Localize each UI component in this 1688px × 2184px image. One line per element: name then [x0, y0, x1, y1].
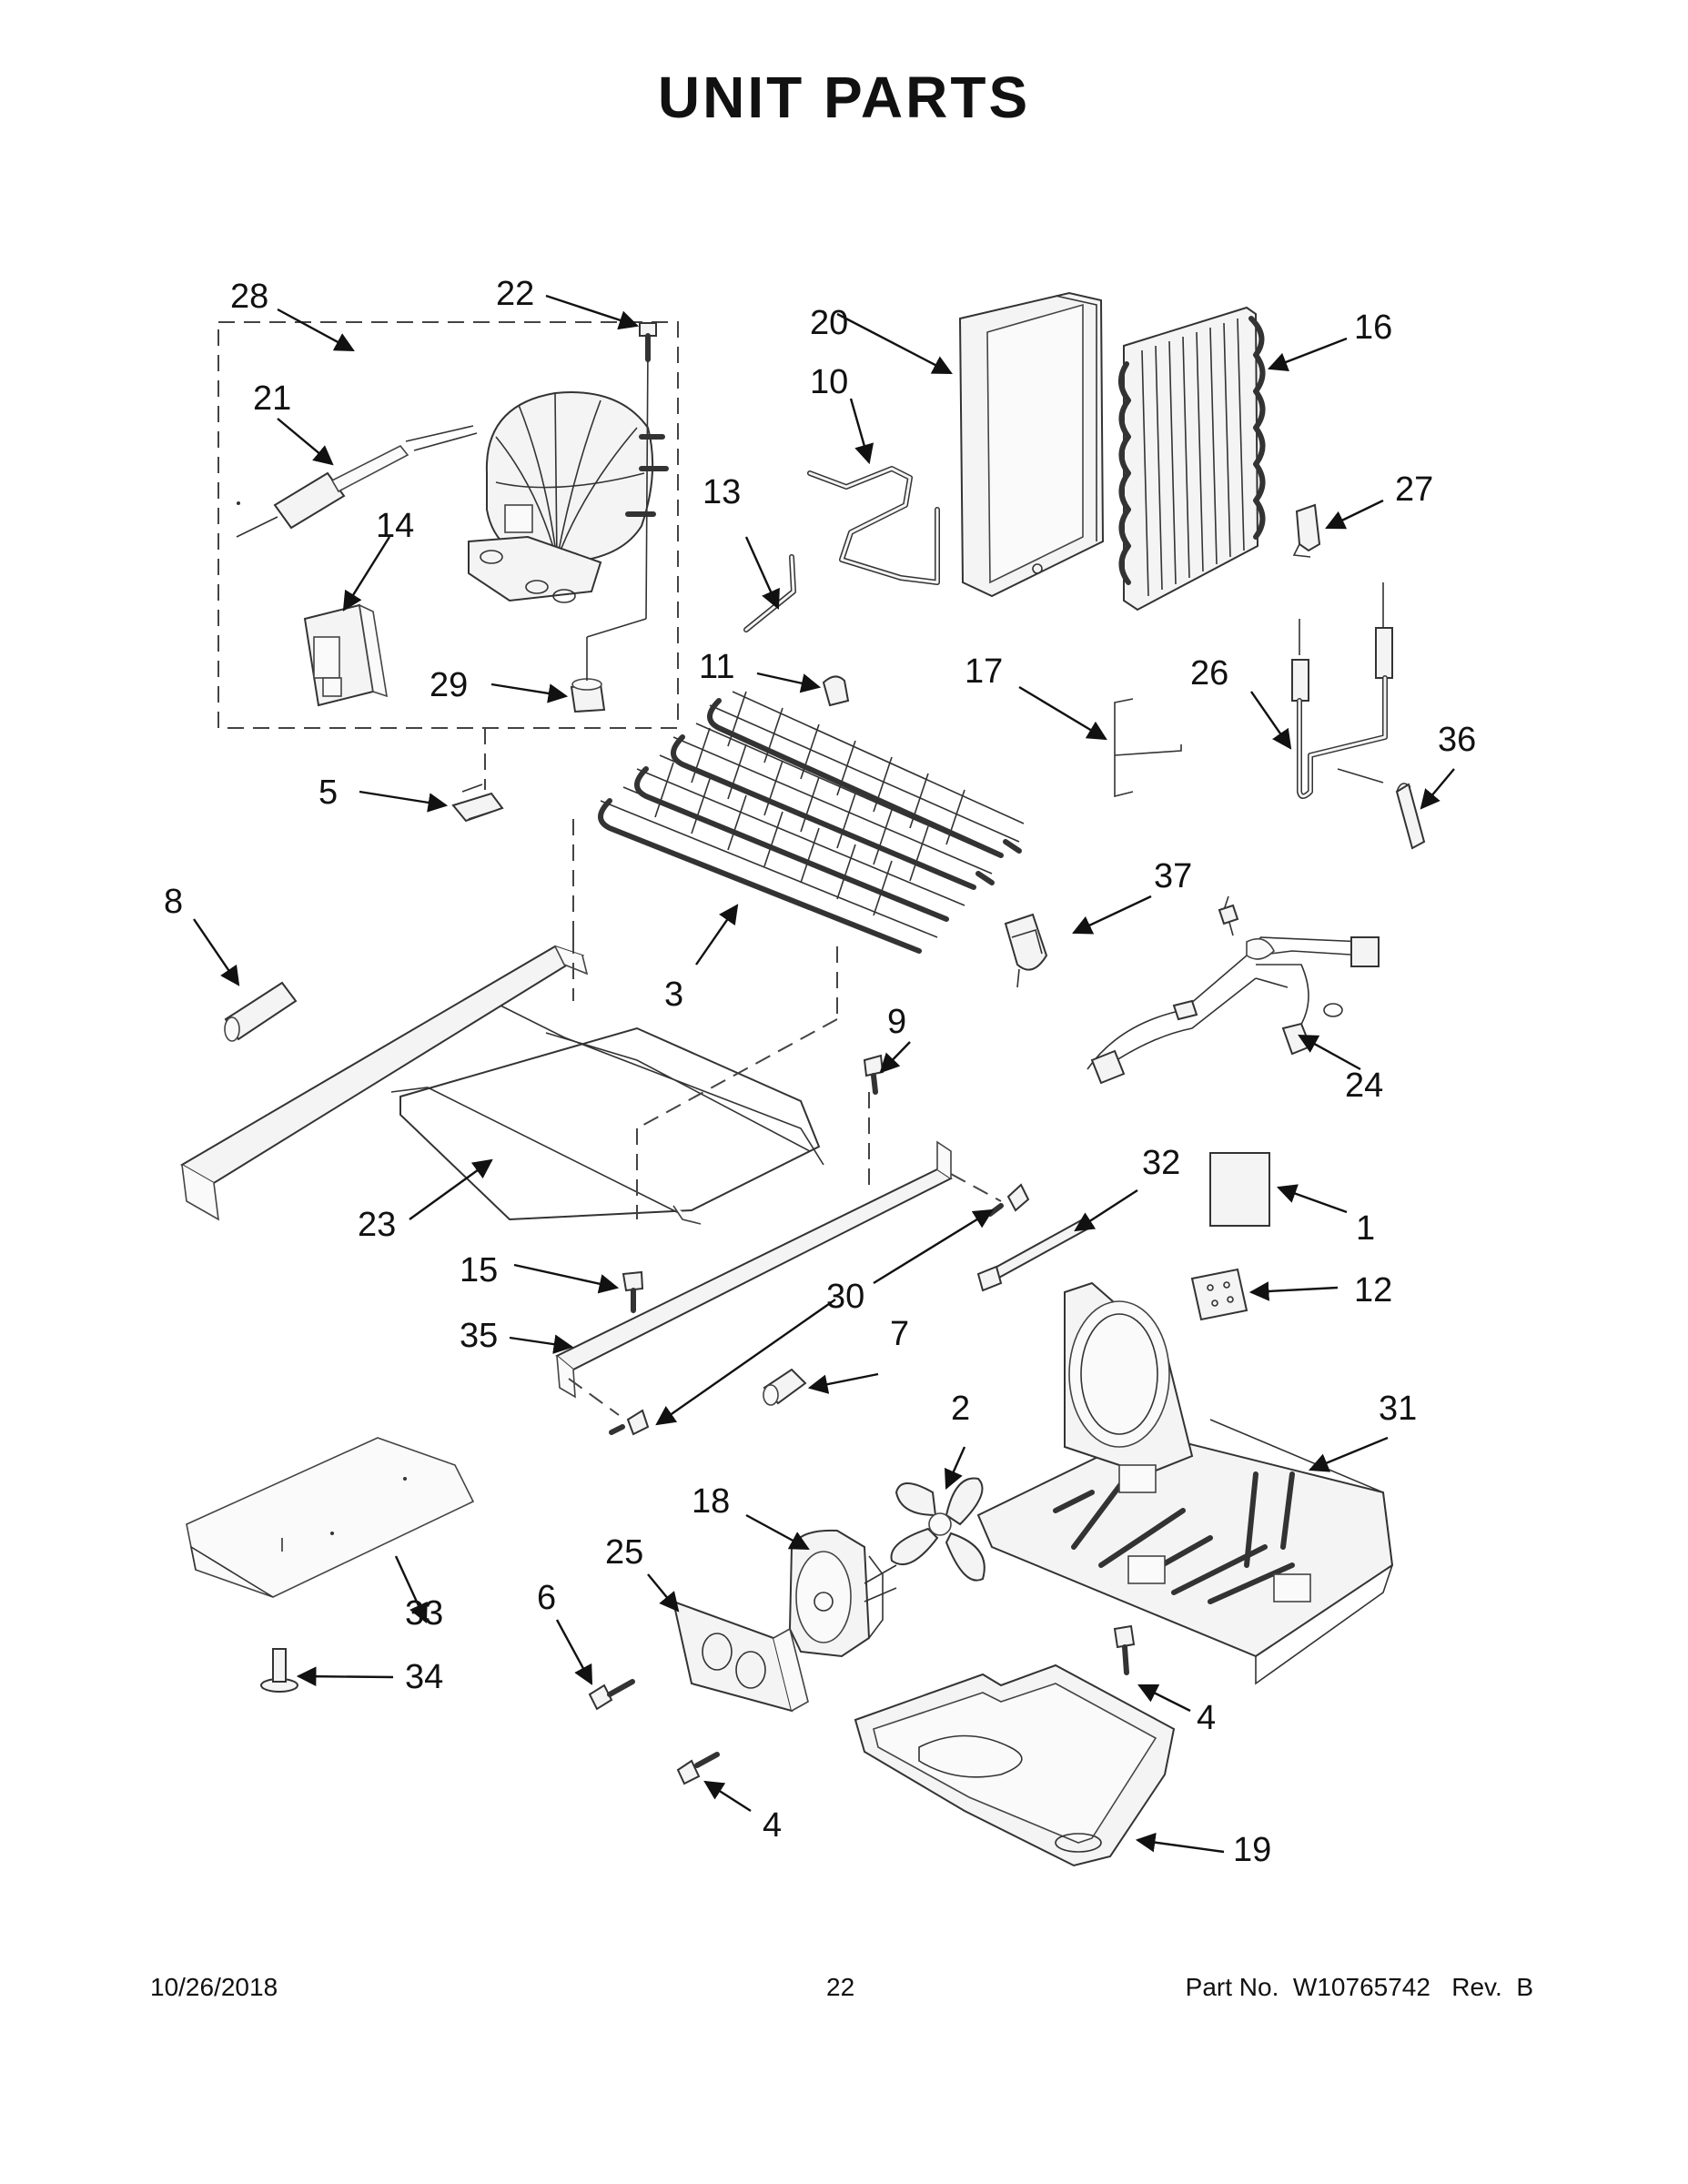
callout-15: 15: [460, 1251, 498, 1289]
callout-23: 23: [358, 1206, 396, 1244]
condenser-fan-blade: [890, 1477, 986, 1582]
machine-compartment-floor: [976, 1281, 1394, 1685]
screw-6: [588, 1679, 635, 1711]
heat-exchanger-tubes: [1291, 582, 1393, 799]
compressor: [468, 391, 669, 603]
callout-3: 3: [664, 976, 683, 1014]
callout-21: 21: [253, 379, 291, 418]
callout-18: 18: [692, 1482, 730, 1521]
footer-page-number: 22: [826, 1973, 855, 2001]
callout-7: 7: [890, 1315, 909, 1353]
screw-15: [622, 1270, 644, 1313]
evaporator: [598, 691, 1025, 954]
callout-32: 32: [1142, 1144, 1180, 1182]
screw-4-right: [1113, 1624, 1136, 1675]
front-rail: [555, 1140, 953, 1399]
cable-tie: [976, 1218, 1090, 1292]
grommet-7: [763, 1368, 807, 1406]
page-title: UNIT PARTS: [657, 65, 1031, 130]
callout-35: 35: [460, 1317, 498, 1355]
base-rails: [180, 945, 824, 1225]
callout-14: 14: [376, 507, 414, 545]
callout-13: 13: [702, 473, 741, 511]
callout-4-left: 4: [763, 1806, 782, 1845]
callout-26: 26: [1190, 654, 1228, 693]
callout-36: 36: [1438, 721, 1476, 759]
callout-20: 20: [810, 304, 848, 342]
callout-9: 9: [887, 1003, 906, 1041]
compressor-kit-boundary: [217, 321, 679, 729]
callout-27: 27: [1395, 470, 1433, 509]
callout-33: 33: [405, 1594, 443, 1633]
insulation-pad: [186, 1437, 475, 1598]
insulation-tube: [224, 981, 298, 1042]
callout-numbers: 28 22 21 14 29 5 8 20 10 13 11 16 27 17 …: [164, 275, 1476, 1869]
callout-16: 16: [1354, 308, 1392, 347]
start-device: [303, 603, 389, 707]
screw-9: [863, 1054, 884, 1095]
harness-clip: [1004, 913, 1048, 988]
callout-2: 2: [951, 1390, 970, 1428]
compressor-assembly-group: [217, 321, 679, 790]
condenser-shroud: [958, 291, 1105, 598]
callout-12: 12: [1354, 1271, 1392, 1309]
condenser-bracket: [1292, 503, 1321, 558]
callout-22: 22: [496, 275, 534, 313]
callout-31: 31: [1379, 1390, 1417, 1428]
condenser-fan-motor: [788, 1529, 897, 1658]
condenser-coil: [1118, 306, 1266, 612]
bolt-top: [639, 322, 657, 362]
drain-pan: [854, 1663, 1176, 1867]
motor-bracket: [672, 1600, 809, 1713]
suction-tube: [743, 554, 796, 632]
callout-34: 34: [405, 1658, 443, 1696]
screw-4-left: [676, 1752, 720, 1785]
callout-24: 24: [1345, 1067, 1383, 1105]
callout-10: 10: [810, 363, 848, 401]
spacer-pad: [1190, 1268, 1248, 1321]
callout-17: 17: [965, 652, 1003, 691]
grommet: [570, 345, 649, 713]
footer-part-number: Part No. W10765742 Rev. B: [1185, 1973, 1533, 2001]
callout-19: 19: [1233, 1831, 1271, 1869]
clip: [451, 784, 504, 823]
wiring-label: [1209, 1152, 1270, 1227]
callout-4-right: 4: [1197, 1699, 1216, 1737]
callout-6: 6: [537, 1579, 556, 1617]
callout-5: 5: [318, 774, 338, 812]
callout-11: 11: [699, 648, 734, 686]
capillary-tube: [1114, 698, 1182, 798]
tube-clamp: [1395, 783, 1426, 850]
drier: [236, 425, 478, 538]
evaporator-clip: [822, 675, 850, 707]
callout-28: 28: [230, 278, 268, 316]
discharge-tube: [807, 466, 940, 585]
screw-30-left: [609, 1409, 650, 1436]
callout-30-upper: 30: [826, 1278, 864, 1316]
leveling-leg: [260, 1648, 298, 1693]
callout-8: 8: [164, 883, 183, 921]
callout-1: 1: [1356, 1209, 1375, 1248]
callout-25: 25: [605, 1533, 643, 1572]
callout-37: 37: [1154, 857, 1192, 895]
callout-29: 29: [430, 666, 468, 704]
leader-lines: [193, 294, 1455, 1854]
footer-date: 10/26/2018: [150, 1973, 278, 2001]
